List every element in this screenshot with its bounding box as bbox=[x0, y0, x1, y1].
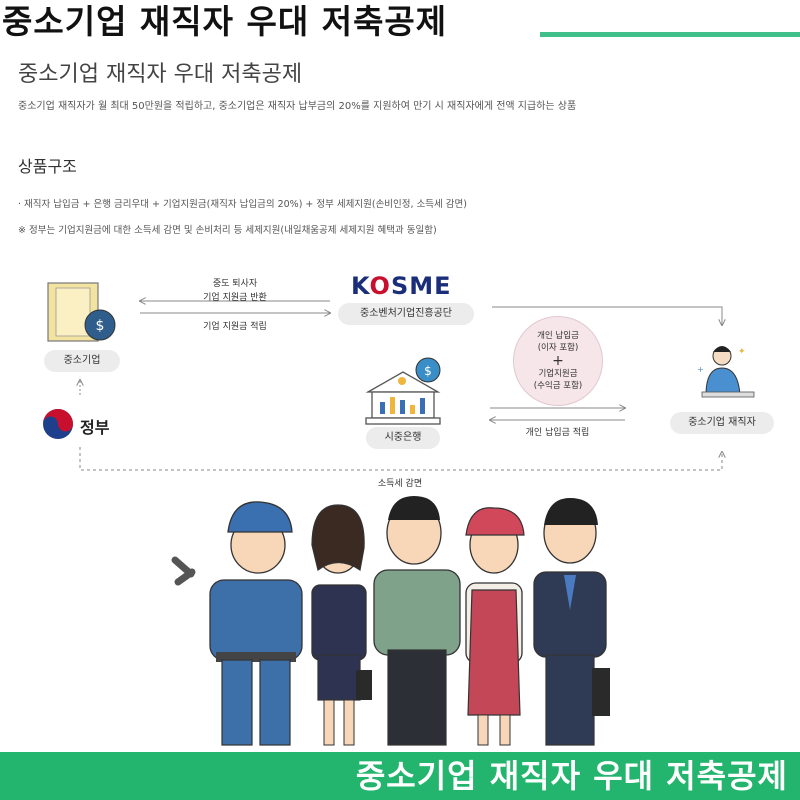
bank-icon: $ bbox=[365, 357, 441, 425]
envelope-icon: $ bbox=[47, 282, 116, 342]
flow-label-resignee: 중도 퇴사자 bbox=[212, 279, 258, 289]
page-title: 중소기업 재직자 우대 저축공제 bbox=[18, 62, 303, 87]
circle-line-3: 기업지원금 bbox=[538, 369, 578, 379]
flow-label-accumulate: 기업 지원금 적립 bbox=[203, 322, 267, 332]
employee-label: 중소기업 재직자 bbox=[670, 412, 774, 434]
structure-note: ※ 정부는 기업지원금에 대한 소득세 감면 및 손비처리 등 세제지원(내일채… bbox=[18, 225, 437, 236]
banner-title: 중소기업 재직자 우대 저축공제 bbox=[0, 0, 454, 44]
payout-circle: 개인 납입금 (이자 포함) + 기업지원금 (수익금 포함) bbox=[513, 316, 603, 406]
people-illustration bbox=[171, 496, 610, 746]
taeguk-icon bbox=[43, 409, 73, 439]
structure-title: 상품구조 bbox=[18, 157, 77, 176]
banner-underline bbox=[540, 32, 800, 37]
office-woman-person bbox=[311, 504, 372, 746]
businessman-person bbox=[533, 498, 610, 746]
bottom-banner: 중소기업 재직자 우대 저축공제 bbox=[0, 752, 800, 800]
apron-woman-person bbox=[465, 507, 525, 746]
structure-bullet: · 재직자 납입금 + 은행 금리우대 + 기업지원금(재직자 납입금의 20%… bbox=[18, 199, 467, 210]
bank-label: 시중은행 bbox=[366, 427, 440, 449]
svg-text:$: $ bbox=[424, 364, 432, 378]
circle-plus: + bbox=[552, 353, 564, 369]
flow-label-bank: 개인 납입금 적립 bbox=[525, 428, 590, 438]
sme-label: 중소기업 bbox=[44, 350, 120, 372]
older-man-person bbox=[373, 496, 461, 746]
circle-line-1: 개인 납입금 bbox=[537, 331, 579, 341]
flow-label-return: 기업 지원금 반환 bbox=[203, 293, 267, 303]
kosme-logo: KOSME bbox=[351, 272, 452, 300]
product-description: 중소기업 재직자가 월 최대 50만원을 적립하고, 중소기업은 재직자 납부금… bbox=[18, 101, 577, 112]
circle-line-4: (수익금 포함) bbox=[533, 381, 583, 391]
circle-line-2: (이자 포함) bbox=[537, 343, 579, 353]
worker-person bbox=[171, 501, 303, 746]
flow-label-tax: 소득세 감면 bbox=[377, 479, 423, 489]
government-label: 정부 bbox=[80, 418, 110, 437]
svg-text:✦: ✦ bbox=[738, 347, 746, 357]
employee-icon: ✦ + bbox=[697, 346, 755, 398]
svg-text:$: $ bbox=[96, 318, 105, 334]
kosme-label: 중소벤처기업진흥공단 bbox=[338, 303, 474, 325]
svg-text:+: + bbox=[697, 365, 704, 374]
